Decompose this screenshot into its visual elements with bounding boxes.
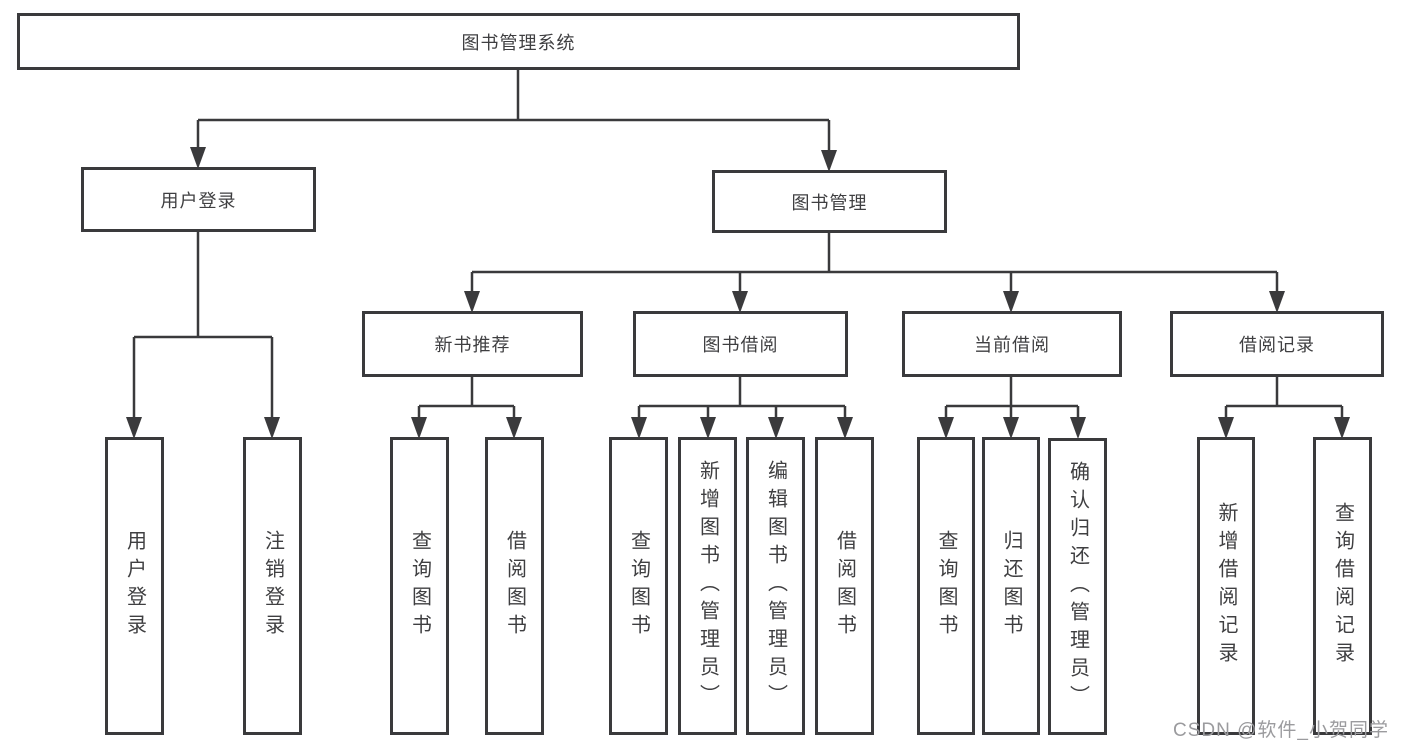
leaf-borrow-books-recommend-label: 借阅图书 xyxy=(503,530,526,642)
leaf-borrow-books-recommend: 借阅图书 xyxy=(485,437,544,735)
leaf-confirm-return-admin: 确认归还（管理员） xyxy=(1048,438,1107,735)
csdn-watermark: CSDN @软件_小贺同学 xyxy=(1173,720,1389,741)
node-borrowing-records-label: 借阅记录 xyxy=(1239,335,1315,355)
leaf-query-books-current: 查询图书 xyxy=(917,437,975,735)
leaf-query-books-recommend: 查询图书 xyxy=(390,437,449,735)
leaf-edit-book-admin-label: 编辑图书（管理员） xyxy=(764,460,787,712)
node-current-borrowing: 当前借阅 xyxy=(902,311,1122,377)
node-library-system-label: 图书管理系统 xyxy=(461,32,576,53)
leaf-edit-book-admin: 编辑图书（管理员） xyxy=(746,437,805,735)
leaf-return-books: 归还图书 xyxy=(982,437,1040,735)
leaf-query-books-borrowing: 查询图书 xyxy=(609,437,668,735)
node-book-management: 图书管理 xyxy=(712,170,947,233)
leaf-logout-label: 注销登录 xyxy=(261,530,284,642)
leaf-logout: 注销登录 xyxy=(243,437,302,735)
node-current-borrowing-label: 当前借阅 xyxy=(974,335,1050,355)
node-book-borrowing-label: 图书借阅 xyxy=(702,335,779,355)
leaf-query-books-borrowing-label: 查询图书 xyxy=(627,530,650,642)
leaf-query-books-current-label: 查询图书 xyxy=(935,530,957,642)
leaf-add-book-admin-label: 新增图书（管理员） xyxy=(696,460,719,712)
node-user-login-label: 用户登录 xyxy=(160,190,237,211)
node-borrowing-records: 借阅记录 xyxy=(1170,311,1384,377)
node-new-book-recommendation-label: 新书推荐 xyxy=(434,335,511,355)
leaf-borrow-books-borrowing-label: 借阅图书 xyxy=(833,530,856,642)
tree-edges xyxy=(132,70,1344,422)
node-book-management-label: 图书管理 xyxy=(791,192,868,213)
leaf-query-books-recommend-label: 查询图书 xyxy=(408,530,431,642)
leaf-query-borrow-record: 查询借阅记录 xyxy=(1313,437,1372,735)
leaf-add-borrow-record: 新增借阅记录 xyxy=(1197,437,1255,735)
leaf-user-login: 用户登录 xyxy=(105,437,164,735)
node-user-login: 用户登录 xyxy=(81,167,316,232)
leaf-confirm-return-admin-label: 确认归还（管理员） xyxy=(1066,460,1089,713)
leaf-borrow-books-borrowing: 借阅图书 xyxy=(815,437,874,735)
arrowheads xyxy=(126,147,1350,439)
leaf-add-book-admin: 新增图书（管理员） xyxy=(678,437,737,735)
node-book-borrowing: 图书借阅 xyxy=(633,311,848,377)
node-library-system: 图书管理系统 xyxy=(17,13,1020,70)
leaf-add-borrow-record-label: 新增借阅记录 xyxy=(1215,502,1237,670)
node-new-book-recommendation: 新书推荐 xyxy=(362,311,583,377)
leaf-user-login-label: 用户登录 xyxy=(123,530,146,642)
leaf-return-books-label: 归还图书 xyxy=(1000,530,1022,642)
leaf-query-borrow-record-label: 查询借阅记录 xyxy=(1331,502,1354,670)
